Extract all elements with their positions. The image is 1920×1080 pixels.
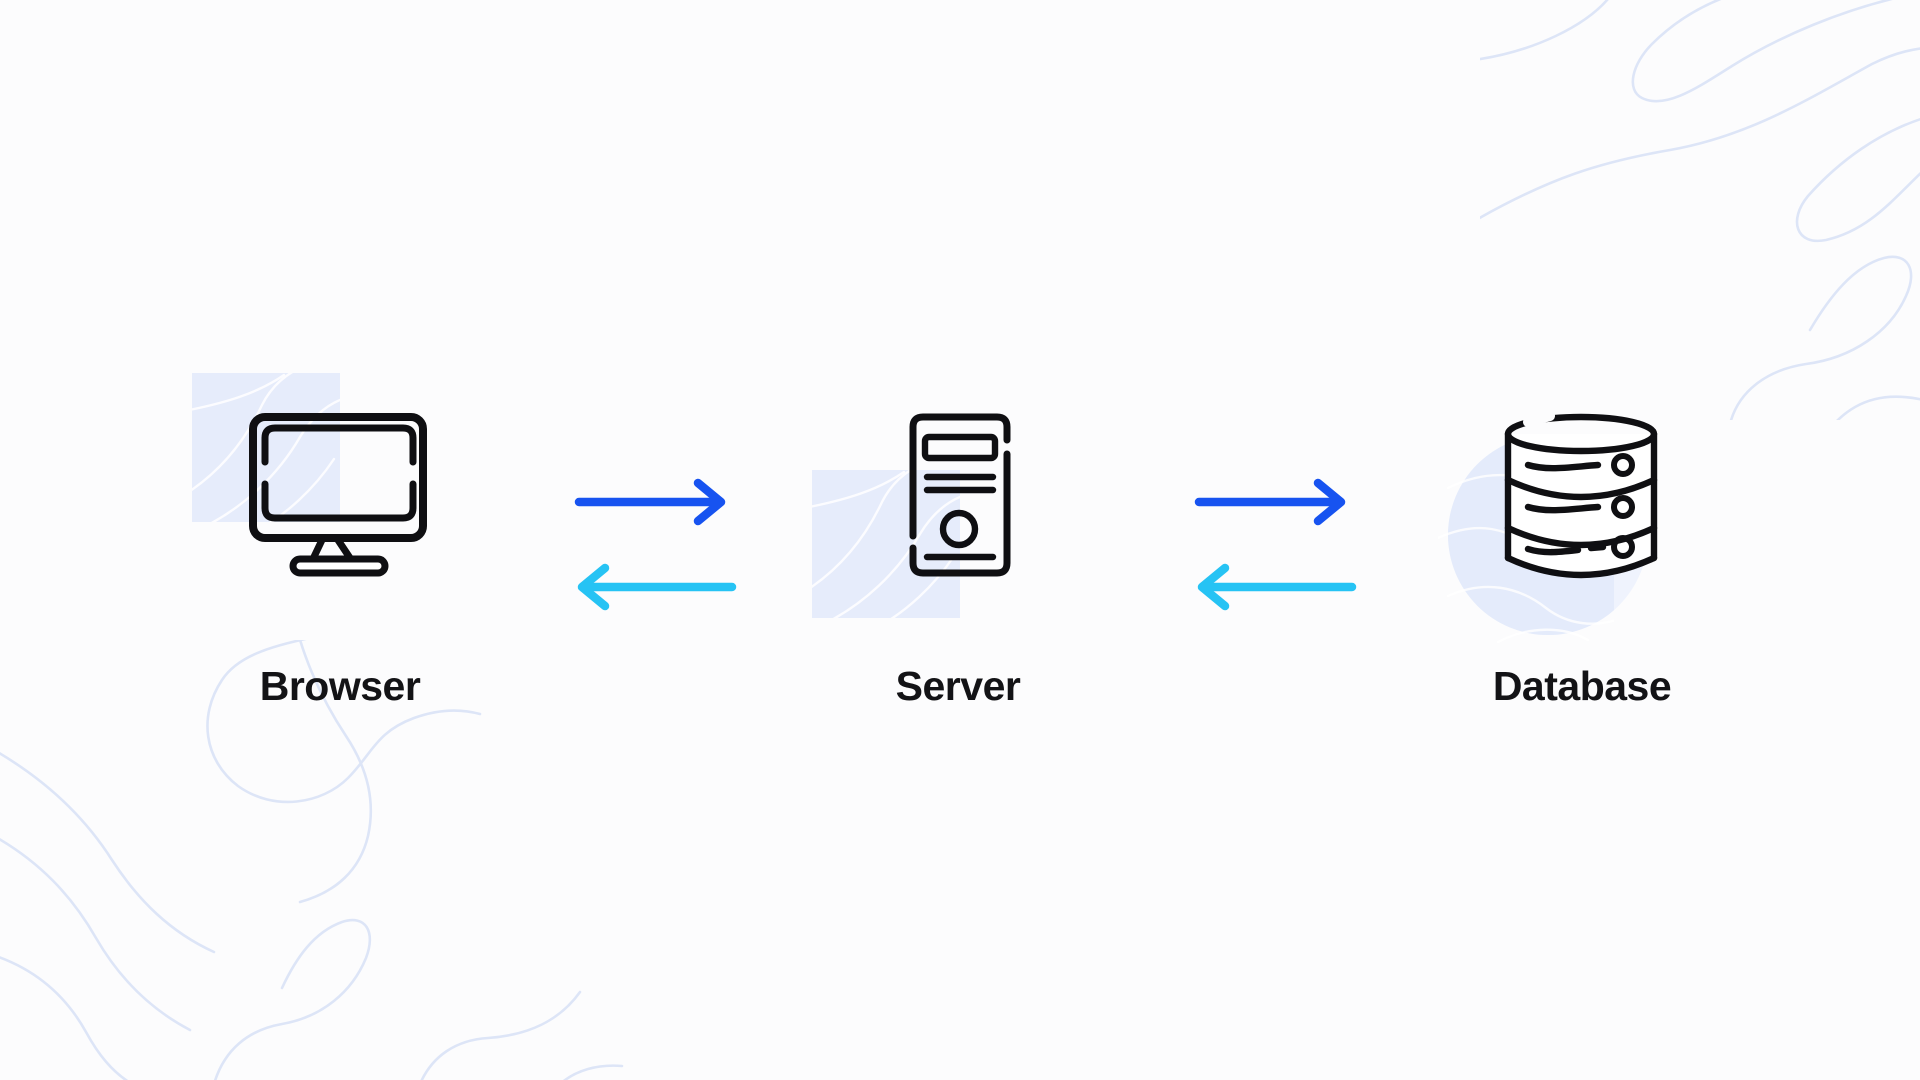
database-icon <box>1504 411 1658 579</box>
response-arrow-left-icon <box>1197 563 1357 611</box>
server-tower-icon <box>909 413 1011 577</box>
node-label-server: Server <box>895 663 1021 709</box>
response-arrow-left-icon <box>577 563 737 611</box>
request-arrow-right-icon <box>574 478 726 526</box>
monitor-icon <box>249 413 427 577</box>
arrows-browser-server <box>574 478 737 611</box>
server-accent-square <box>812 470 960 618</box>
node-label-database: Database <box>1492 663 1672 709</box>
tile-pattern <box>192 373 340 522</box>
arrows-server-database <box>1194 478 1357 611</box>
node-label-browser: Browser <box>259 663 421 709</box>
decor-squiggle-top-right <box>1480 0 1920 420</box>
request-arrow-right-icon <box>1194 478 1346 526</box>
